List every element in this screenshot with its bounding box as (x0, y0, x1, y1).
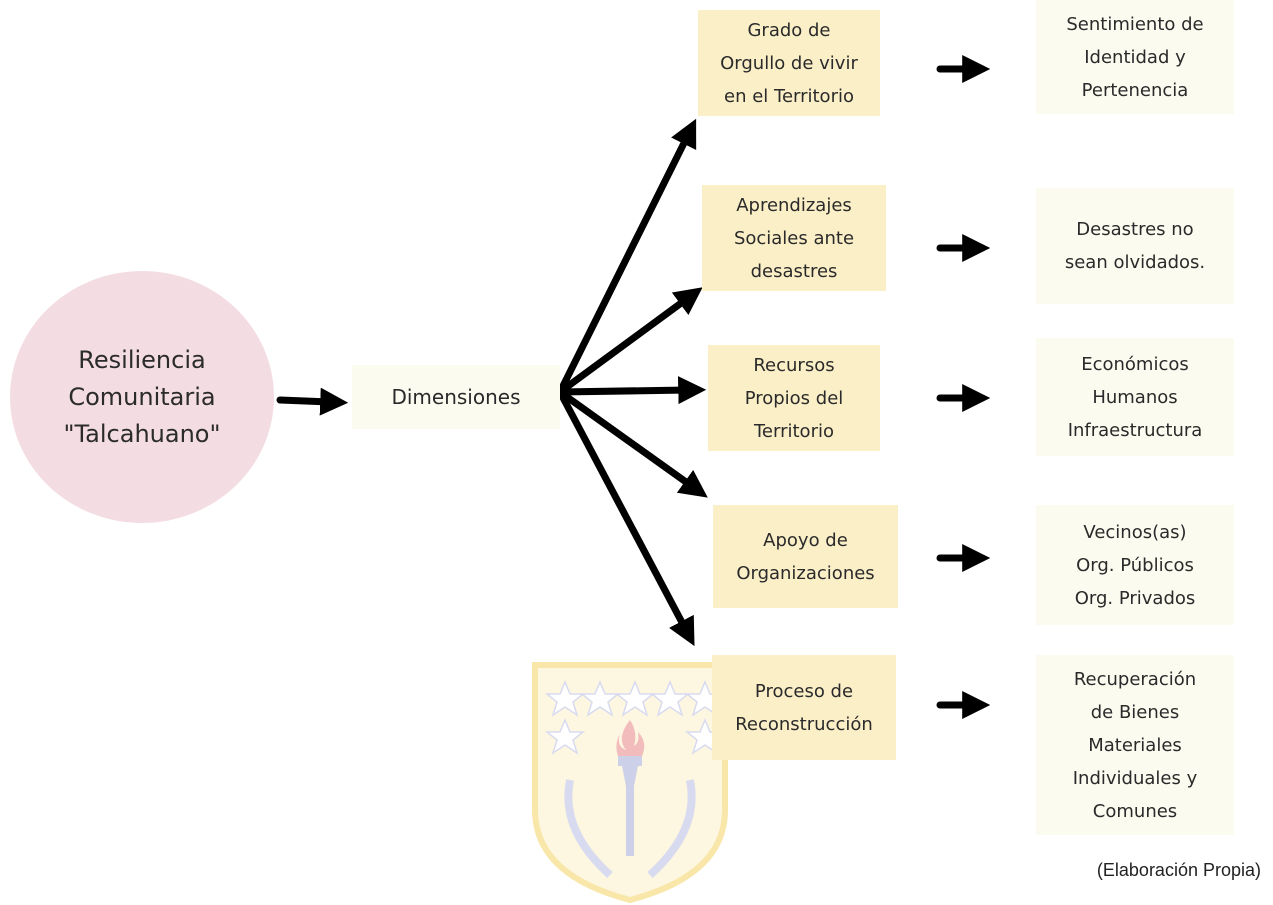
result-label: Económicos Humanos Infraestructura (1067, 353, 1203, 441)
dimension-box-recursos: Recursos Propios del Territorio (708, 345, 880, 451)
result-label: Sentimiento de Identidad y Pertenencia (1066, 13, 1204, 101)
dimension-label: Grado de Orgullo de vivir en el Territor… (720, 19, 858, 107)
arrow-hub-to-dimension-2 (556, 287, 703, 396)
resiliencia-label: Resiliencia Comunitaria "Talcahuano" (63, 345, 221, 448)
dimension-box-aprendizajes: Aprendizajes Sociales ante desastres (702, 185, 886, 291)
result-box-identidad: Sentimiento de Identidad y Pertenencia (1036, 0, 1234, 114)
result-label: Desastres no sean olvidados. (1064, 219, 1206, 273)
result-label: Recuperación de Bienes Materiales Indivi… (1072, 668, 1198, 822)
dimension-box-apoyo: Apoyo de Organizaciones (713, 505, 898, 608)
result-box-desastres: Desastres no sean olvidados. (1036, 188, 1234, 304)
dimension-label: Apoyo de Organizaciones (736, 529, 875, 584)
arrow-hub-to-dimension-3 (556, 376, 707, 405)
arrow-root-to-hub (276, 387, 349, 416)
result-box-organizaciones: Vecinos(as) Org. Públicos Org. Privados (1036, 505, 1234, 625)
dimension-label: Recursos Propios del Territorio (744, 354, 844, 442)
arrow-hub-to-dimension-5 (556, 388, 695, 647)
university-logo-watermark (532, 662, 728, 904)
dimension-label: Aprendizajes Sociales ante desastres (733, 194, 855, 282)
source-caption: (Elaboración Propia) (1096, 860, 1261, 880)
result-box-recursos: Económicos Humanos Infraestructura (1036, 338, 1234, 456)
dimension-box-orgullo: Grado de Orgullo de vivir en el Territor… (698, 10, 880, 116)
result-label: Vecinos(as) Org. Públicos Org. Privados (1074, 521, 1196, 609)
result-box-reconstruccion: Recuperación de Bienes Materiales Indivi… (1036, 655, 1234, 835)
resiliencia-circle: Resiliencia Comunitaria "Talcahuano" (10, 271, 274, 523)
arrow-hub-to-dimension-1 (556, 118, 697, 396)
dimension-label: Proceso de Reconstrucción (735, 680, 873, 735)
dimensiones-label: Dimensiones (391, 385, 521, 409)
dimension-box-reconstruccion: Proceso de Reconstrucción (712, 655, 896, 760)
arrow-hub-to-dimension-4 (556, 388, 708, 498)
dimensiones-box: Dimensiones (352, 365, 560, 429)
